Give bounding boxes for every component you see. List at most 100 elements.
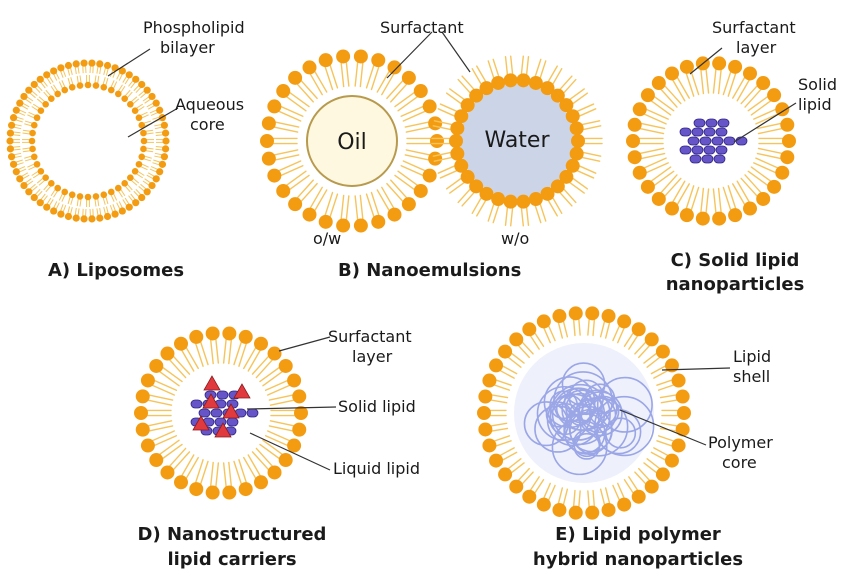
surfactant-head	[422, 99, 437, 114]
surfactant-head	[780, 117, 795, 132]
surfactant-head	[631, 489, 646, 504]
surfactant-head	[222, 485, 237, 500]
leader-line	[246, 406, 337, 410]
surfactant-head	[644, 479, 659, 494]
surfactant-head	[278, 453, 293, 468]
surfactant-head	[516, 194, 531, 209]
bilayer-head	[30, 80, 38, 89]
surfactant-head	[460, 169, 475, 184]
surfactant-head	[260, 134, 274, 148]
surfactant-head	[489, 453, 504, 468]
surfactant-head	[189, 482, 204, 497]
bilayer-head	[72, 214, 80, 222]
surfactant-head	[491, 192, 506, 207]
surfactant-head	[516, 73, 531, 88]
bilayer-head	[25, 188, 33, 196]
bilayer-head	[121, 95, 128, 102]
aqueous-core-label-line2: core	[190, 115, 225, 134]
surfactant-head	[664, 453, 679, 468]
surfactant-head	[387, 207, 402, 222]
surfactant-head	[528, 75, 543, 90]
bilayer-head	[76, 82, 84, 89]
leader-line	[249, 432, 331, 471]
surfactant-head	[353, 49, 368, 64]
bilayer-head	[161, 145, 170, 153]
surfactant-head	[460, 98, 475, 113]
bilayer-head	[33, 160, 41, 168]
surfactant-head	[671, 438, 686, 453]
sln-surfactant-layer	[626, 56, 796, 226]
bilayer-head	[138, 121, 146, 129]
surfactant-head	[288, 70, 303, 85]
surfactant-head	[565, 158, 580, 173]
surfactant-head	[469, 88, 484, 103]
bilayer-head	[152, 99, 160, 107]
bilayer-head	[84, 193, 92, 201]
surfactant-head	[631, 322, 646, 337]
surfactant-head	[664, 358, 679, 373]
bilayer-head	[50, 67, 58, 75]
surfactant-head	[743, 66, 757, 81]
bilayer-head	[20, 181, 28, 190]
surfactant-head	[528, 192, 543, 207]
caption-solid-lipid-line2: nanoparticles	[666, 274, 805, 295]
surfactant-head	[498, 344, 513, 359]
bilayer-head	[48, 95, 55, 102]
sln-solid-lipid	[679, 118, 748, 164]
bilayer-head	[54, 184, 62, 192]
liquid-lipid-triangle	[222, 403, 240, 419]
solid-lipid-brick	[691, 127, 704, 137]
surfactant-head	[174, 336, 188, 351]
surfactant-head	[651, 191, 666, 206]
surfactant-head	[617, 314, 632, 329]
surfactant-head	[413, 84, 428, 99]
surfactant-head	[665, 201, 679, 216]
leader-line	[386, 31, 433, 79]
caption-nlc-line1: D) Nanostructured	[138, 524, 327, 545]
bilayer-head	[138, 80, 146, 89]
caption-lphn-line2: hybrid nanoparticles	[533, 549, 743, 570]
d-surfactant-layer-label-line2: layer	[352, 347, 393, 366]
surfactant-head	[205, 326, 220, 341]
bilayer-head	[156, 168, 164, 176]
surfactant-head	[267, 346, 282, 361]
bilayer-head	[138, 153, 146, 161]
bilayer-head	[36, 199, 44, 207]
phospholipid-bilayer-label-line2: bilayer	[160, 38, 215, 57]
water-text: Water	[484, 128, 550, 153]
surfactant-head	[222, 326, 237, 341]
surfactant-head	[550, 88, 565, 103]
polymer-strand	[563, 405, 613, 455]
polymer-strand	[593, 395, 655, 457]
surfactant-head	[149, 358, 164, 373]
bilayer-head	[42, 174, 49, 181]
leader-line	[441, 31, 471, 73]
polymer-strand	[573, 432, 601, 460]
bilayer-head	[135, 114, 143, 122]
bilayer-head	[127, 101, 134, 108]
bilayer-head	[152, 175, 160, 183]
bilayer-head	[50, 207, 58, 215]
bilayer-head	[48, 180, 55, 187]
solid-lipid-brick	[687, 136, 700, 146]
bilayer-head	[12, 106, 20, 114]
solid-lipid-brick	[190, 399, 203, 409]
bilayer-head	[64, 212, 73, 221]
bilayer-head	[20, 92, 28, 101]
surfactant-head	[601, 502, 616, 517]
surfactant-head	[135, 389, 150, 404]
surfactant-head	[552, 502, 567, 517]
surfactant-head	[254, 475, 268, 490]
bilayer-head	[64, 61, 73, 70]
solid-lipid-brick	[679, 145, 692, 155]
surfactant-head	[568, 505, 583, 520]
surfactant-head	[559, 169, 574, 184]
surfactant-head	[632, 165, 647, 180]
bilayer-head	[143, 86, 151, 94]
surfactant-head	[550, 179, 565, 194]
bilayer-head	[135, 160, 143, 168]
caption-lphn-line1: E) Lipid polymer	[555, 524, 721, 545]
bilayer-head	[162, 137, 170, 145]
phospholipid-bilayer-label-line1: Phospholipid	[143, 18, 245, 37]
surfactant-head	[469, 179, 484, 194]
